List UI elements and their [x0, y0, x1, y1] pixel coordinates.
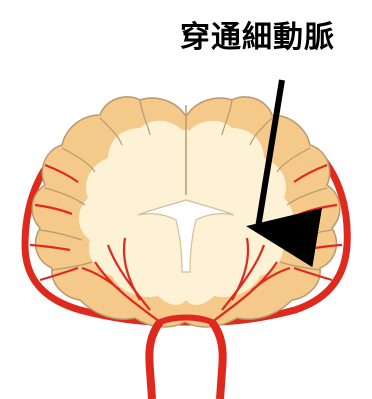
carotid-artery-right [212, 322, 223, 399]
carotid-artery-left [149, 322, 160, 399]
